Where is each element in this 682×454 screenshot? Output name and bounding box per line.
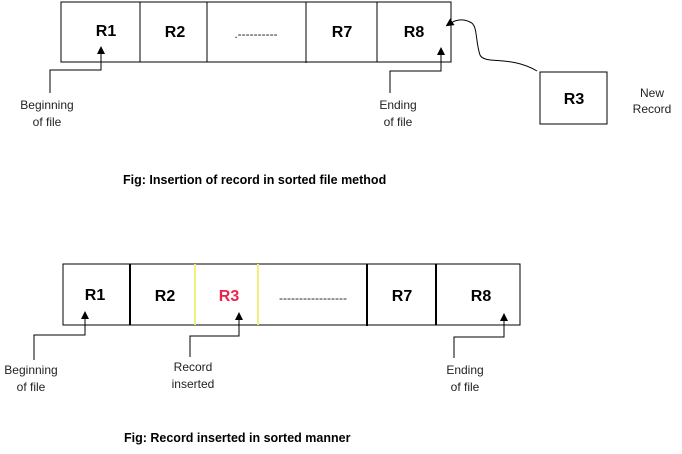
ending-note-top-line2: of file — [384, 115, 413, 129]
ending-note-bottom-line1: Ending — [446, 363, 483, 377]
new-record-note-line1: New — [640, 86, 664, 100]
ending-arrow-top — [389, 47, 445, 93]
record-cell-r8: R8 — [404, 24, 425, 41]
beginning-note-bottom-line2: of file — [17, 380, 46, 394]
record-cell-r2: R2 — [155, 288, 176, 305]
beginning-note-top-line1: Beginning — [20, 98, 73, 112]
record-cell-ellipsis: .---------- — [234, 27, 277, 41]
record-cell-ellipsis: ----------------- — [279, 291, 347, 305]
inserted-arrow — [189, 312, 243, 357]
beginning-arrow-top — [49, 46, 105, 93]
record-cell-r7: R7 — [332, 24, 353, 41]
inserted-note-line2: inserted — [172, 377, 215, 391]
ending-note-bottom-line2: of file — [451, 380, 480, 394]
file-strip-top: R1 R2 .---------- R7 R8 — [60, 1, 452, 63]
record-cell-r3-inserted: R3 — [219, 288, 240, 305]
new-record-note-line2: Record — [633, 102, 672, 116]
record-cell-r8: R8 — [471, 288, 492, 305]
new-record-box — [539, 71, 608, 125]
ending-arrow-bottom — [453, 313, 508, 358]
beginning-note-top-line2: of file — [33, 115, 62, 129]
record-cell-r1: R1 — [85, 287, 106, 304]
new-record-label: R3 — [564, 91, 585, 108]
ending-note-top-line1: Ending — [379, 98, 416, 112]
caption-bottom: Fig: Record inserted in sorted manner — [124, 431, 351, 445]
record-cell-r7: R7 — [392, 288, 413, 305]
record-cell-r2: R2 — [165, 24, 186, 41]
insertion-curve-arrow — [445, 18, 538, 72]
file-strip-top-border — [60, 1, 452, 63]
file-strip-bottom: R1 R2 R3 ----------------- R7 R8 — [62, 263, 521, 326]
file-strip-bottom-border — [62, 263, 521, 326]
beginning-note-bottom-line1: Beginning — [4, 363, 57, 377]
caption-top: Fig: Insertion of record in sorted file … — [123, 173, 386, 187]
inserted-note-line1: Record — [174, 360, 213, 374]
record-cell-r1: R1 — [96, 23, 117, 40]
beginning-arrow-bottom — [33, 311, 89, 360]
